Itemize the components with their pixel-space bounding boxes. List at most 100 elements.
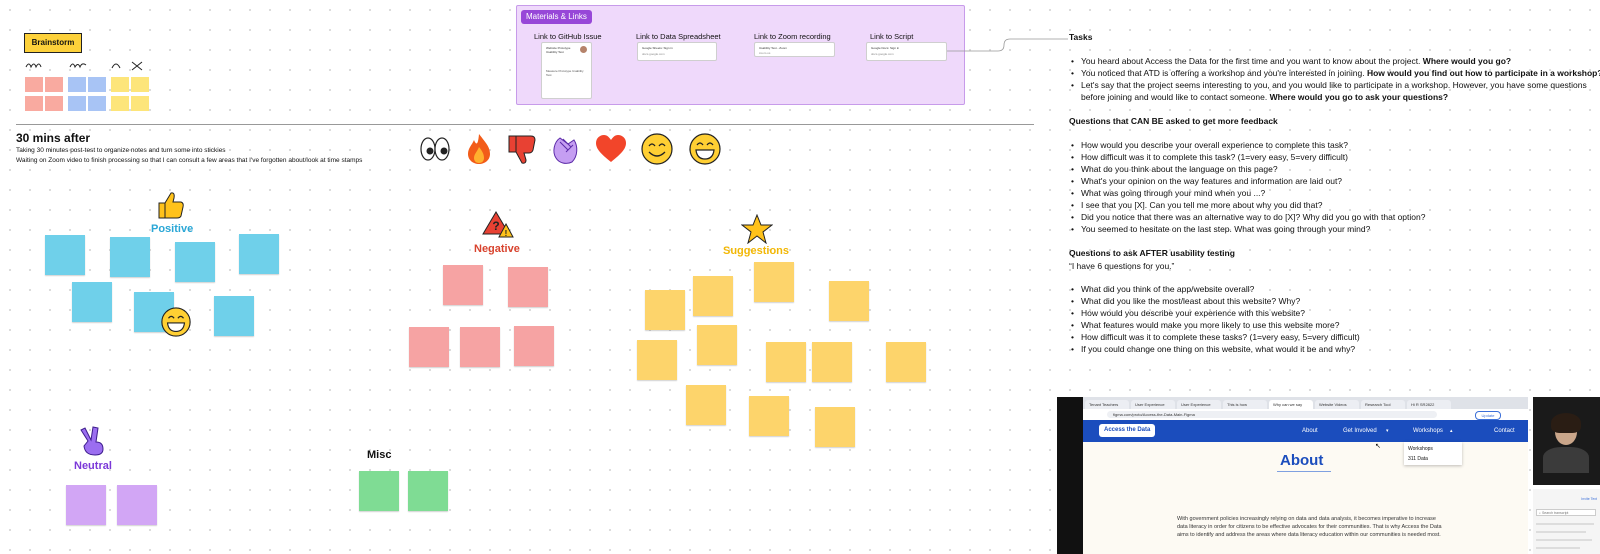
mini-sticky[interactable] [88, 96, 106, 111]
heart-icon[interactable] [594, 132, 628, 166]
nav-contact[interactable]: Contact [1494, 428, 1515, 434]
mini-sticky[interactable] [131, 77, 149, 92]
peace-hand-icon [80, 426, 104, 456]
suggestions-sticky[interactable] [766, 342, 806, 382]
positive-sticky[interactable] [72, 282, 112, 322]
positive-sticky[interactable] [239, 234, 279, 274]
link-github-card[interactable]: Website Prototype Usability Test Measure… [541, 42, 592, 99]
address-bar[interactable]: figma.com/proto/Access-the-Data-Main-Fig… [1107, 411, 1437, 418]
invite-link[interactable]: Invite Text [1581, 497, 1597, 501]
thumbs-down-icon[interactable] [505, 132, 539, 166]
after-testing-item: How difficult was it to complete these t… [1071, 332, 1360, 342]
link-spreadsheet-card[interactable]: Google Sheets: Sign in docs.google.com [637, 42, 717, 61]
positive-sticky[interactable] [110, 237, 150, 277]
mini-sticky[interactable] [111, 96, 129, 111]
negative-sticky[interactable] [460, 327, 500, 367]
misc-sticky[interactable] [408, 471, 448, 511]
misc-sticky[interactable] [359, 471, 399, 511]
site-logo[interactable]: Access the Data [1099, 424, 1156, 437]
dropdown-item-311-data[interactable]: 311 Data [1408, 456, 1428, 462]
browser-tab[interactable]: User Experience [1131, 400, 1175, 409]
dropdown-item-workshops[interactable]: Workshops [1408, 446, 1433, 452]
search-icon: ⌕ [1539, 511, 1541, 515]
mini-sticky[interactable] [111, 77, 129, 92]
task-item-text: You heard about Access the Data for the … [1081, 56, 1421, 66]
warning-icon: ? ! [482, 211, 514, 238]
link-script-card[interactable]: Google Docs: Sign in docs.google.com [866, 42, 947, 61]
mini-sticky[interactable] [68, 96, 86, 111]
mini-sticky[interactable] [45, 96, 63, 111]
negative-sticky[interactable] [443, 265, 483, 305]
smile-icon[interactable] [640, 132, 674, 166]
neutral-sticky[interactable] [66, 485, 106, 525]
after-testing-item: What features would make you more likely… [1071, 320, 1339, 330]
avatar [580, 46, 587, 53]
mini-sticky[interactable] [45, 77, 63, 92]
can-ask-heading: Questions that CAN BE asked to get more … [1069, 116, 1278, 126]
suggestions-sticky[interactable] [697, 325, 737, 365]
browser-tab[interactable]: This is how [1223, 400, 1267, 409]
suggestions-sticky[interactable] [645, 290, 685, 330]
grin-icon[interactable] [688, 132, 722, 166]
link-card-url: docs.google.com [871, 52, 894, 56]
brainstorm-label[interactable]: Brainstorm [24, 33, 82, 53]
browser-tab[interactable]: Hi R SR2822 [1407, 400, 1451, 409]
nav-about[interactable]: About [1302, 428, 1318, 434]
negative-sticky[interactable] [508, 267, 548, 307]
positive-sticky[interactable] [175, 242, 215, 282]
usability-test-screenshot[interactable]: Tenant Teachers User Experience User Exp… [1057, 397, 1528, 554]
negative-sticky[interactable] [514, 326, 554, 366]
positive-sticky[interactable] [45, 235, 85, 275]
update-button[interactable]: Update [1475, 411, 1501, 420]
mini-sticky[interactable] [68, 77, 86, 92]
link-card-title: Usability Test - Zoom [759, 46, 787, 50]
webcam-video[interactable] [1533, 397, 1600, 485]
link-card-title: Website Prototype Usability Test [546, 46, 571, 54]
eyes-icon[interactable] [418, 132, 452, 166]
nav-workshops[interactable]: Workshops [1413, 428, 1443, 434]
suggestions-sticky[interactable] [749, 396, 789, 436]
webcam-shoulders [1543, 447, 1589, 473]
link-spreadsheet-label[interactable]: Link to Data Spreadsheet [636, 32, 721, 41]
browser-tab[interactable]: Why can we say [1269, 400, 1313, 409]
browser-tab[interactable]: Tenant Teachers [1085, 400, 1129, 409]
fire-icon[interactable] [462, 132, 496, 166]
thumbs-up-icon [158, 192, 184, 219]
suggestions-sticky[interactable] [686, 385, 726, 425]
suggestions-sticky[interactable] [815, 407, 855, 447]
suggestions-sticky[interactable] [829, 281, 869, 321]
suggestions-sticky[interactable] [693, 276, 733, 316]
mini-sticky[interactable] [25, 96, 43, 111]
link-zoom-card[interactable]: Usability Test - Zoom zoom.us [754, 42, 835, 57]
link-card-title: Google Sheets: Sign in [642, 46, 673, 50]
neutral-sticky[interactable] [117, 485, 157, 525]
materials-label-text: Materials & Links [526, 12, 587, 21]
workshops-dropdown[interactable]: Workshops 311 Data [1404, 442, 1462, 465]
browser-tab[interactable]: Website Videos [1315, 400, 1359, 409]
mini-sticky[interactable] [131, 96, 149, 111]
transcript-search-input[interactable]: ⌕ Search transcript [1536, 509, 1596, 516]
mini-sticky[interactable] [88, 77, 106, 92]
browser-tab[interactable]: Research Tool [1361, 400, 1405, 409]
browser-tab[interactable]: User Experience [1177, 400, 1221, 409]
negative-sticky[interactable] [409, 327, 449, 367]
after-testing-heading: Questions to ask AFTER usability testing [1069, 248, 1235, 258]
can-ask-item: I see that you [X]. Can you tell me more… [1071, 200, 1322, 210]
suggestions-sticky[interactable] [637, 340, 677, 380]
nav-get-involved[interactable]: Get Involved [1343, 428, 1377, 434]
link-zoom-label[interactable]: Link to Zoom recording [754, 32, 831, 41]
star-icon [741, 214, 773, 244]
after-testing-item: If you could change one thing on this we… [1071, 344, 1355, 354]
suggestions-sticky[interactable] [812, 342, 852, 382]
positive-sticky[interactable] [214, 296, 254, 336]
task-item-text: before joining and would like to contact… [1081, 92, 1268, 102]
link-script-label[interactable]: Link to Script [870, 32, 914, 41]
link-github-label[interactable]: Link to GitHub Issue [534, 32, 602, 41]
can-ask-item: Did you notice that there was an alterna… [1071, 212, 1425, 222]
tasks-heading: Tasks [1069, 32, 1093, 42]
suggestions-sticky[interactable] [886, 342, 926, 382]
mini-sticky[interactable] [25, 77, 43, 92]
suggestions-sticky[interactable] [754, 262, 794, 302]
site-page-title: About [1280, 452, 1324, 469]
clapping-hands-icon[interactable] [548, 132, 582, 166]
